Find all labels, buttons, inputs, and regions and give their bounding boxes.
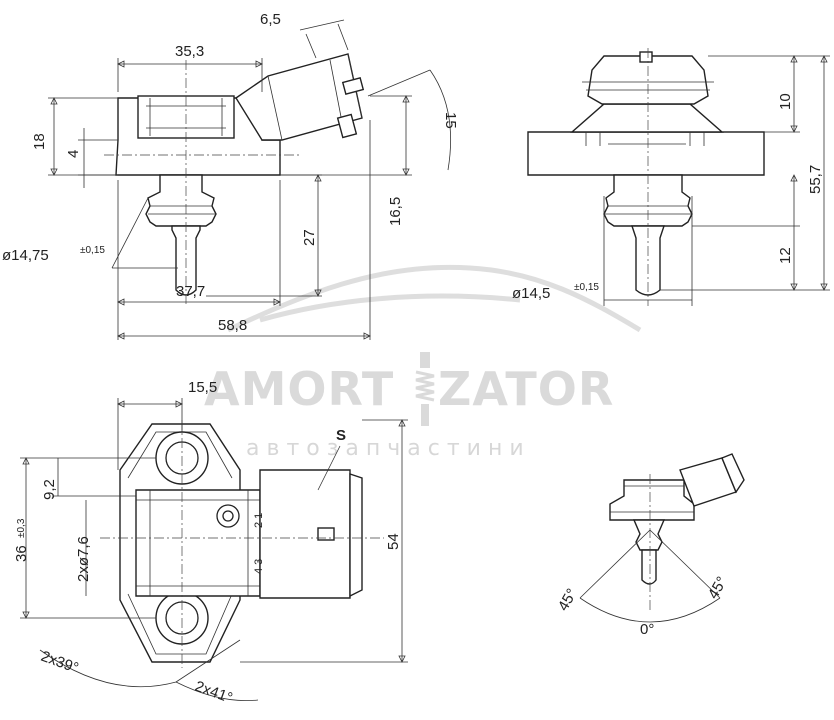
side-view bbox=[527, 48, 765, 306]
dim-angle-left: 2x39° bbox=[39, 648, 81, 677]
rot-zero: 0° bbox=[640, 621, 654, 638]
rot-right: 45° bbox=[705, 574, 731, 602]
top-view-labels: S 2 1 4 3 bbox=[253, 427, 346, 574]
label-s: S bbox=[336, 427, 346, 444]
watermark-brand-right: ZATOR bbox=[438, 362, 614, 416]
dim-height-4: 4 bbox=[65, 150, 82, 158]
dim-connector-width: 6,5 bbox=[260, 11, 281, 28]
dim-angle-right: 2x41° bbox=[193, 678, 235, 707]
dim-bottom-15-5: 15,5 bbox=[188, 379, 217, 396]
dim-side-55-7: 55,7 bbox=[807, 165, 824, 194]
dim-side-12: 12 bbox=[777, 247, 794, 264]
side-view-dimensions: 10 12 55,7 ø14,5 ±0,15 bbox=[512, 55, 830, 306]
front-view bbox=[104, 53, 365, 305]
front-view-dimensions: 35,3 6,5 18 4 ø14,75 ±0,15 15 16,5 27 37… bbox=[2, 11, 459, 340]
top-view-dimensions: 15,5 9,2 36 ±0,3 2xø7,6 54 2x39° 2x41° bbox=[13, 379, 408, 707]
pin-labels-bottom: 4 3 bbox=[253, 559, 265, 574]
dim-top-width: 35,3 bbox=[175, 43, 204, 60]
dim-diameter-side-tol: ±0,15 bbox=[574, 282, 599, 293]
dim-diameter-top: ø14,75 bbox=[2, 247, 49, 264]
watermark-brand-left: AMORT bbox=[204, 362, 394, 416]
watermark-car-icon bbox=[226, 264, 642, 333]
rotation-view-labels: 45° 45° 0° bbox=[555, 574, 731, 638]
top-view bbox=[100, 420, 384, 668]
dim-length-27: 27 bbox=[301, 229, 318, 246]
dim-length-16-5: 16,5 bbox=[387, 197, 404, 226]
pin-labels-top: 2 1 bbox=[253, 513, 265, 528]
dim-width-58-8: 58,8 bbox=[218, 317, 247, 334]
dim-bottom-9-2: 9,2 bbox=[41, 479, 58, 500]
dim-connector-angle: 15 bbox=[442, 112, 459, 129]
rotation-view bbox=[579, 453, 745, 623]
dim-side-10: 10 bbox=[777, 93, 794, 110]
dim-width-37-7: 37,7 bbox=[176, 283, 205, 300]
rot-left: 45° bbox=[555, 586, 581, 614]
dim-diameter-top-tol: ±0,15 bbox=[80, 245, 105, 256]
dim-bottom-54: 54 bbox=[385, 533, 402, 550]
dim-height-18: 18 bbox=[31, 133, 48, 150]
watermark: AMORT ZATOR автозапчастини bbox=[204, 264, 642, 461]
dim-diameter-side: ø14,5 bbox=[512, 285, 550, 302]
watermark-tagline: автозапчастини bbox=[246, 436, 531, 461]
watermark-shock-absorber-icon bbox=[415, 352, 435, 426]
dim-bottom-holes: 2xø7,6 bbox=[75, 536, 92, 582]
dim-bottom-36-tol: ±0,3 bbox=[16, 518, 27, 538]
dim-bottom-36: 36 bbox=[13, 545, 30, 562]
